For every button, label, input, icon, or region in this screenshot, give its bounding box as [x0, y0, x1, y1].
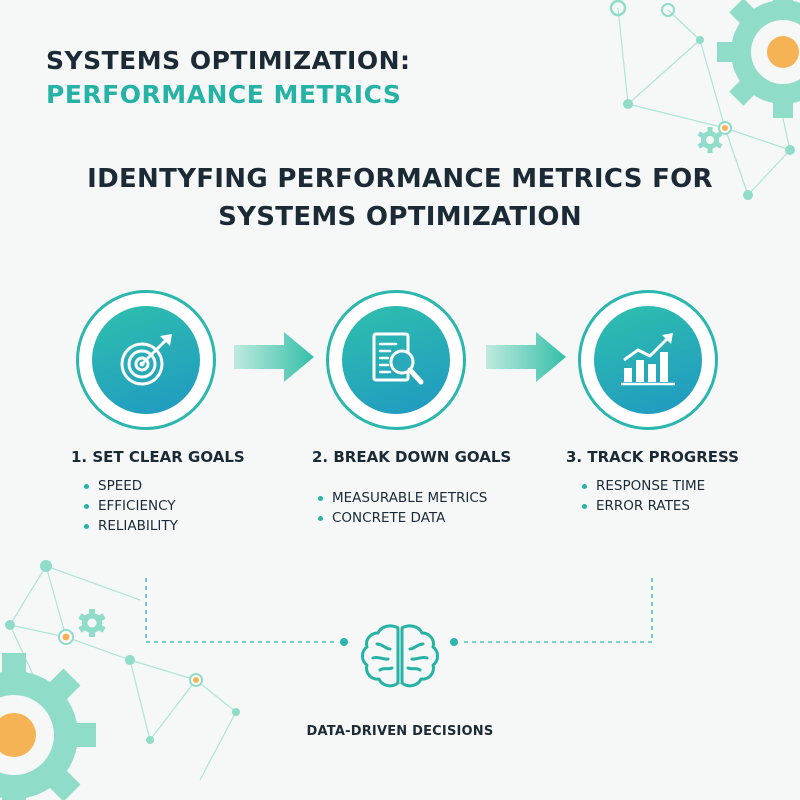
list-item: RELIABILITY — [84, 516, 178, 536]
arrow-right-icon — [486, 332, 566, 382]
list-item: SPEED — [84, 476, 178, 496]
list-item: CONCRETE DATA — [318, 508, 487, 528]
document-magnifier-icon — [372, 332, 424, 385]
step-1-bullets: SPEED EFFICIENCY RELIABILITY — [84, 476, 178, 536]
brain-icon — [361, 624, 439, 688]
list-item: ERROR RATES — [582, 496, 705, 516]
list-item: RESPONSE TIME — [582, 476, 705, 496]
bar-chart-growth-icon — [621, 333, 675, 386]
footer-label: DATA-DRIVEN DECISIONS — [306, 724, 494, 739]
main-title-line1: IDENTYFING PERFORMANCE METRICS FOR — [87, 164, 713, 194]
main-title-line2: SYSTEMS OPTIMIZATION — [218, 202, 582, 232]
step-1-circle — [76, 290, 216, 430]
header-title: SYSTEMS OPTIMIZATION: PERFORMANCE METRIC… — [46, 44, 411, 112]
step-3-bullets: RESPONSE TIME ERROR RATES — [582, 476, 705, 516]
step-2-circle — [326, 290, 466, 430]
step-2-bullets: MEASURABLE METRICS CONCRETE DATA — [318, 488, 487, 528]
step-3-label: 3. TRACK PROGRESS — [566, 448, 739, 466]
header-title-line2: PERFORMANCE METRICS — [46, 80, 402, 109]
arrow-right-icon — [234, 332, 314, 382]
step-2-label: 2. BREAK DOWN GOALS — [312, 448, 512, 466]
target-icon — [120, 334, 172, 386]
list-item: MEASURABLE METRICS — [318, 488, 487, 508]
list-item: EFFICIENCY — [84, 496, 178, 516]
step-1-label: 1. SET CLEAR GOALS — [71, 448, 245, 466]
step-3-circle — [578, 290, 718, 430]
header-title-line1: SYSTEMS OPTIMIZATION: — [46, 46, 411, 75]
main-title: IDENTYFING PERFORMANCE METRICS FOR SYSTE… — [60, 160, 740, 236]
